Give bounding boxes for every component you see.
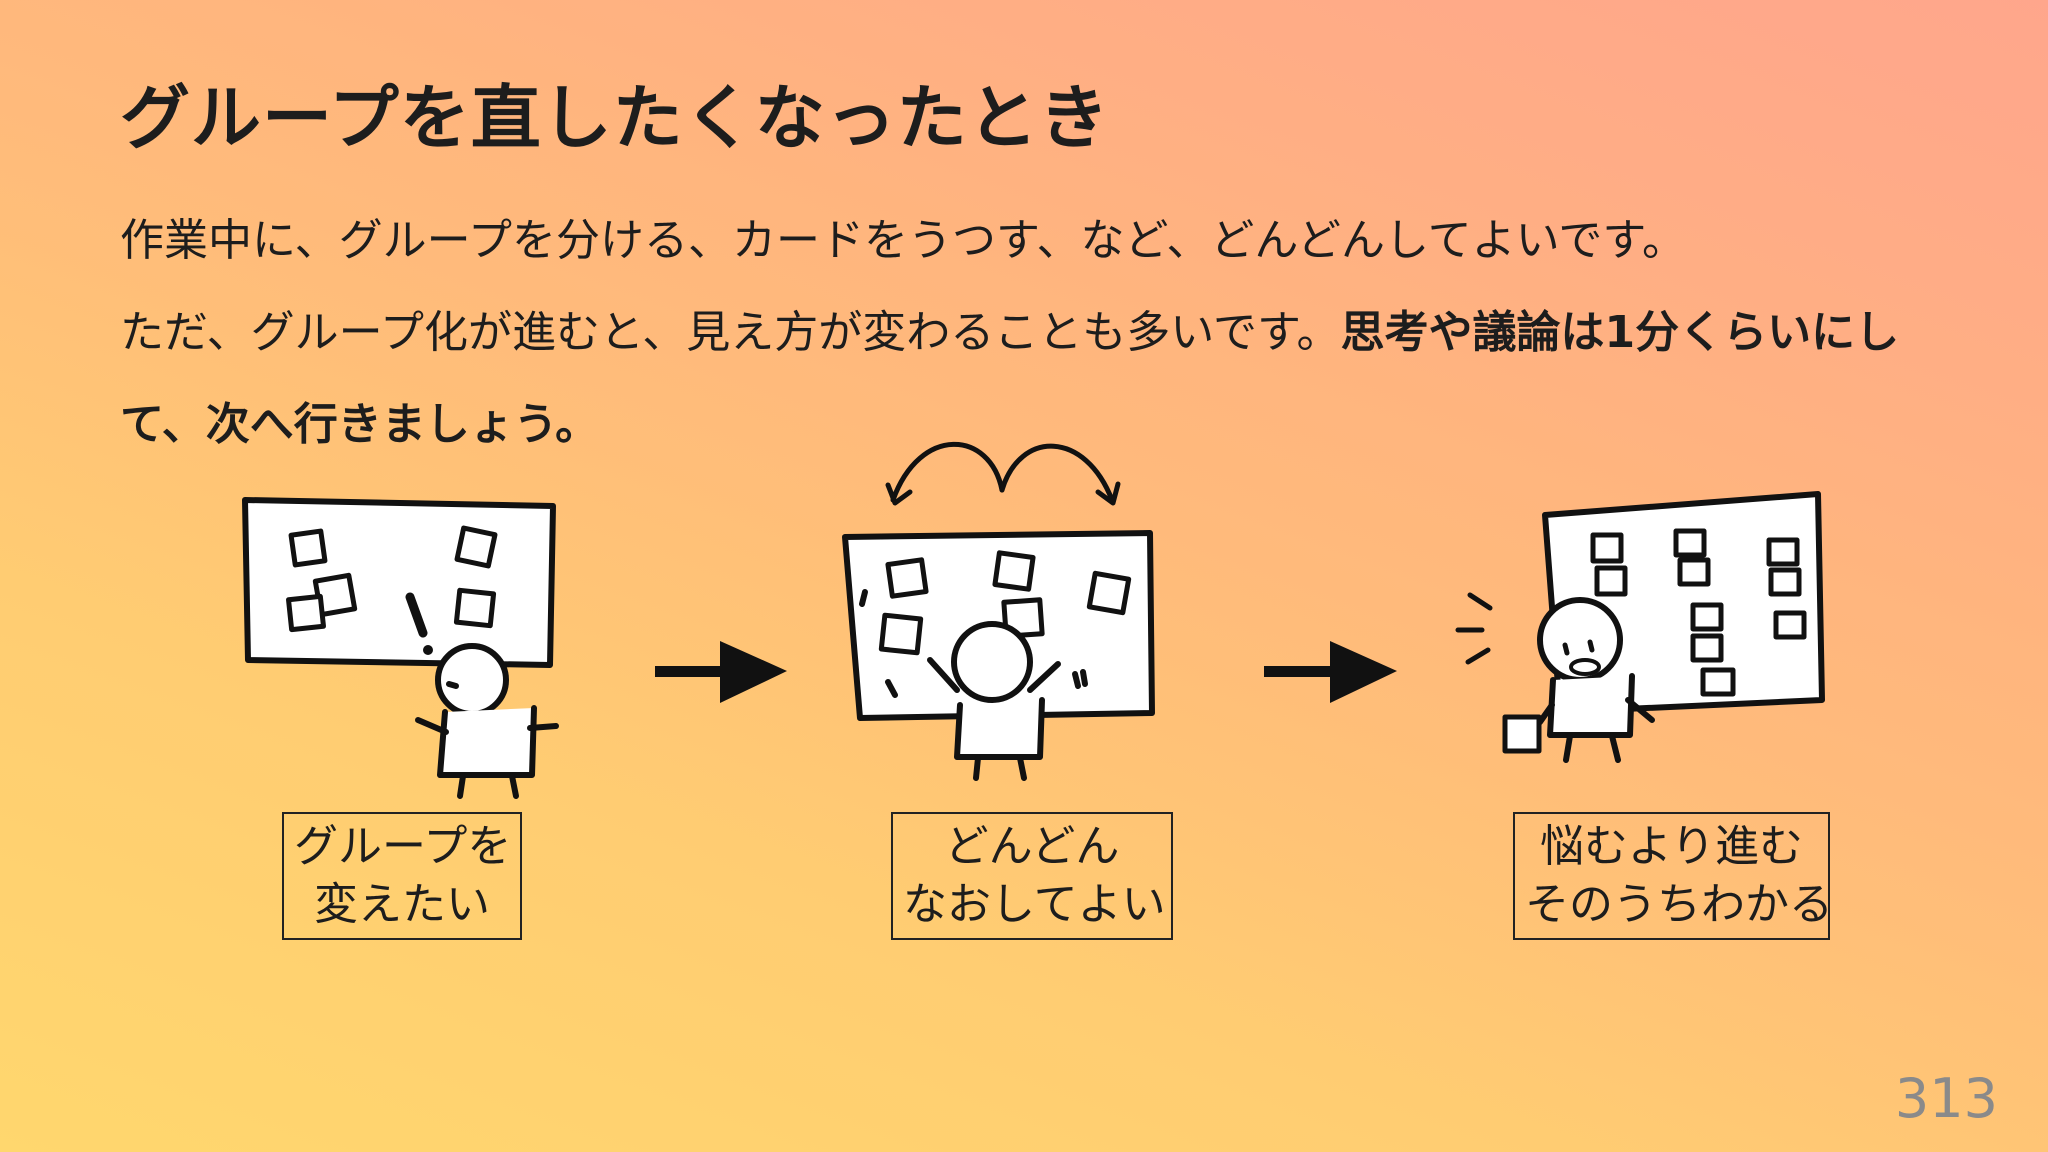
body-line-2-emphasis: 思考や議論は1分くらいにして、次へ行きましょう。 [120, 307, 1900, 450]
body-line-1: 作業中に、グループを分ける、カードをうつす、など、どんどんしてよいです。 [120, 215, 1686, 266]
right-arrow-icon [655, 641, 787, 703]
page-number: 313 [1894, 1067, 1998, 1130]
body-line-2: ただ、グループ化が進むと、見え方が変わることも多いです。思考や議論は1分くらいに… [120, 287, 1940, 471]
step-caption-3: 悩むより進む そのうちわかる [1513, 812, 1833, 940]
person-rearranging-cards-icon [842, 441, 1155, 781]
caption-line: なおしてよい [903, 879, 1166, 930]
right-arrow-icon [1264, 641, 1397, 703]
caption-line: そのうちわかる [1525, 879, 1833, 930]
caption-line: グループを [294, 821, 512, 872]
person-realizing-icon [1455, 491, 1825, 763]
step-caption-1: グループを 変えたい [282, 812, 522, 940]
slide-title: グループを直したくなったとき [120, 77, 1110, 159]
illustration-row [0, 430, 2048, 990]
person-noticing-board-icon [242, 497, 559, 799]
slide-body: 作業中に、グループを分ける、カードをうつす、など、どんどんしてよいです。 ただ、… [120, 195, 1940, 471]
caption-line: どんどん [944, 821, 1120, 872]
step-caption-2: どんどん なおしてよい [891, 812, 1173, 940]
caption-line: 悩むより進む [1539, 821, 1804, 872]
body-line-2-plain: ただ、グループ化が進むと、見え方が変わることも多いです。 [120, 307, 1341, 358]
caption-line: 変えたい [314, 879, 490, 930]
